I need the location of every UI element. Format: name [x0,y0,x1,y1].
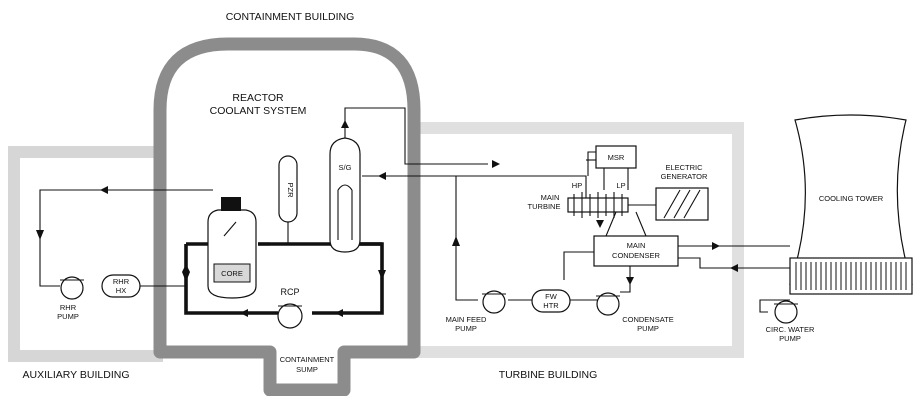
hp-label: HP [572,181,582,190]
main-turbine-label-line2: TURBINE [528,202,561,211]
rhr-pump-label-line2: PUMP [57,312,79,321]
reactor-vessel [207,197,257,299]
lp-label: LP [616,181,625,190]
main-feed-pump-label-line2: PUMP [455,324,477,333]
rcp [277,303,303,329]
condenser-label-line2: CONDENSER [612,251,661,260]
sump-label-line1: CONTAINMENT [280,355,335,364]
msr-label: MSR [608,153,625,162]
generator-label-line1: ELECTRIC [665,163,703,172]
condenser-label-line1: MAIN [627,241,646,250]
containment-building-wall [153,37,421,396]
fw-htr-label-line2: HTR [543,301,559,310]
main-turbine [567,192,656,218]
sump-label-line2: SUMP [296,365,318,374]
main-turbine-label-line1: MAIN [541,193,560,202]
reactor-core [213,263,251,283]
cooling-tower-label: COOLING TOWER [819,194,884,203]
rhr-hx [101,274,141,298]
steam-generator [329,107,488,253]
fw-htr [531,289,571,313]
rhr-pump [60,276,84,300]
turbine-building-wall [414,122,744,358]
circ-pump-label-line2: PUMP [779,334,801,343]
main-feed-pump [482,290,506,314]
msr [595,145,637,190]
core-label: CORE [221,269,243,278]
auxiliary-building-wall [8,146,163,362]
condensate-pump-label-line1: CONDENSATE [622,315,674,324]
condensate-pump-label-line2: PUMP [637,324,659,333]
sg-label: S/G [339,163,352,172]
electric-generator [655,187,709,221]
main-feed-pump-label-line1: MAIN FEED [446,315,487,324]
circ-water-pump [774,300,798,324]
pressurizer [278,155,298,244]
fw-htr-label-line1: FW [545,292,558,301]
turbine-building-label: TURBINE BUILDING [499,369,598,381]
main-condenser [593,211,679,267]
rcs-label-line1: REACTOR [232,92,284,104]
circ-pump-label-line1: CIRC. WATER [766,325,815,334]
rhr-pump-label-line1: RHR [60,303,77,312]
flow-arrows [36,120,738,317]
control-rod-drives [221,197,241,211]
auxiliary-building-label: AUXILIARY BUILDING [23,369,130,381]
pzr-label: PZR [286,183,295,199]
rhr-hx-label-line2: HX [116,286,126,295]
generator-label-line2: GENERATOR [661,172,708,181]
circ-water-piping [678,245,790,313]
rhr-hx-label-line1: RHR [113,277,130,286]
rcs-label-line2: COOLANT SYSTEM [210,105,307,117]
cooling-tower [789,114,913,295]
condensate-pump [596,292,620,316]
rcp-label: RCP [280,287,299,297]
feedwater-piping [455,176,631,301]
steam-lines [362,151,596,198]
containment-building-label: CONTAINMENT BUILDING [226,11,355,23]
